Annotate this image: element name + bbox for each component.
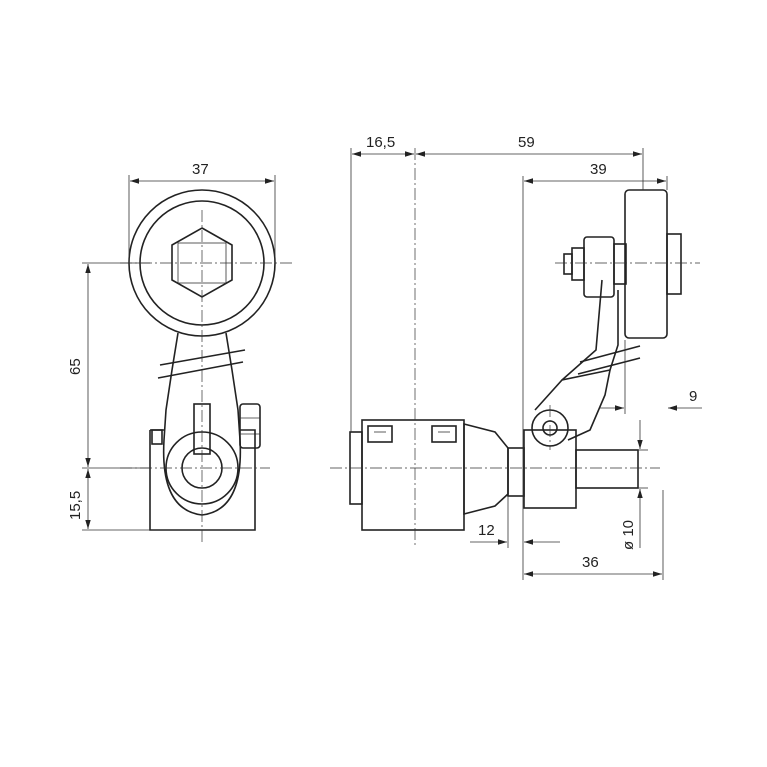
nut-front bbox=[571, 247, 585, 281]
dim-diameter-10: ø 10 bbox=[620, 520, 637, 550]
base-tab-left bbox=[151, 429, 163, 445]
shaft bbox=[575, 449, 639, 489]
side-view: 16,5 59 39 9 12 36 ø 10 bbox=[330, 134, 702, 580]
axle bbox=[613, 243, 627, 285]
dim-37: 37 bbox=[192, 161, 209, 178]
dim-15-5: 15,5 bbox=[67, 491, 84, 520]
break-line-4 bbox=[577, 357, 641, 375]
break-line-2 bbox=[157, 361, 244, 379]
lever-upper bbox=[561, 279, 619, 381]
axle-bracket bbox=[583, 236, 615, 298]
housing-cone bbox=[463, 422, 509, 516]
dim-16-5: 16,5 bbox=[366, 134, 395, 151]
side-nut bbox=[239, 403, 261, 449]
roller-side bbox=[624, 189, 668, 339]
front-view: 37 65 15,5 bbox=[67, 161, 292, 545]
dim-12: 12 bbox=[478, 522, 495, 539]
break-line-3 bbox=[579, 345, 641, 363]
nut-tip bbox=[563, 253, 573, 275]
housing-body bbox=[361, 419, 465, 531]
collar bbox=[507, 447, 525, 497]
housing-slot-left bbox=[367, 425, 393, 443]
dim-65: 65 bbox=[67, 358, 84, 375]
angled-lever bbox=[534, 368, 612, 441]
dim-9: 9 bbox=[689, 388, 697, 405]
dim-59: 59 bbox=[518, 134, 535, 151]
dim-36: 36 bbox=[582, 554, 599, 571]
dim-39: 39 bbox=[590, 161, 607, 178]
housing-slot-right bbox=[431, 425, 457, 443]
roller-bolt bbox=[666, 233, 682, 295]
lever-arm bbox=[163, 332, 241, 441]
break-line-1 bbox=[159, 349, 246, 366]
